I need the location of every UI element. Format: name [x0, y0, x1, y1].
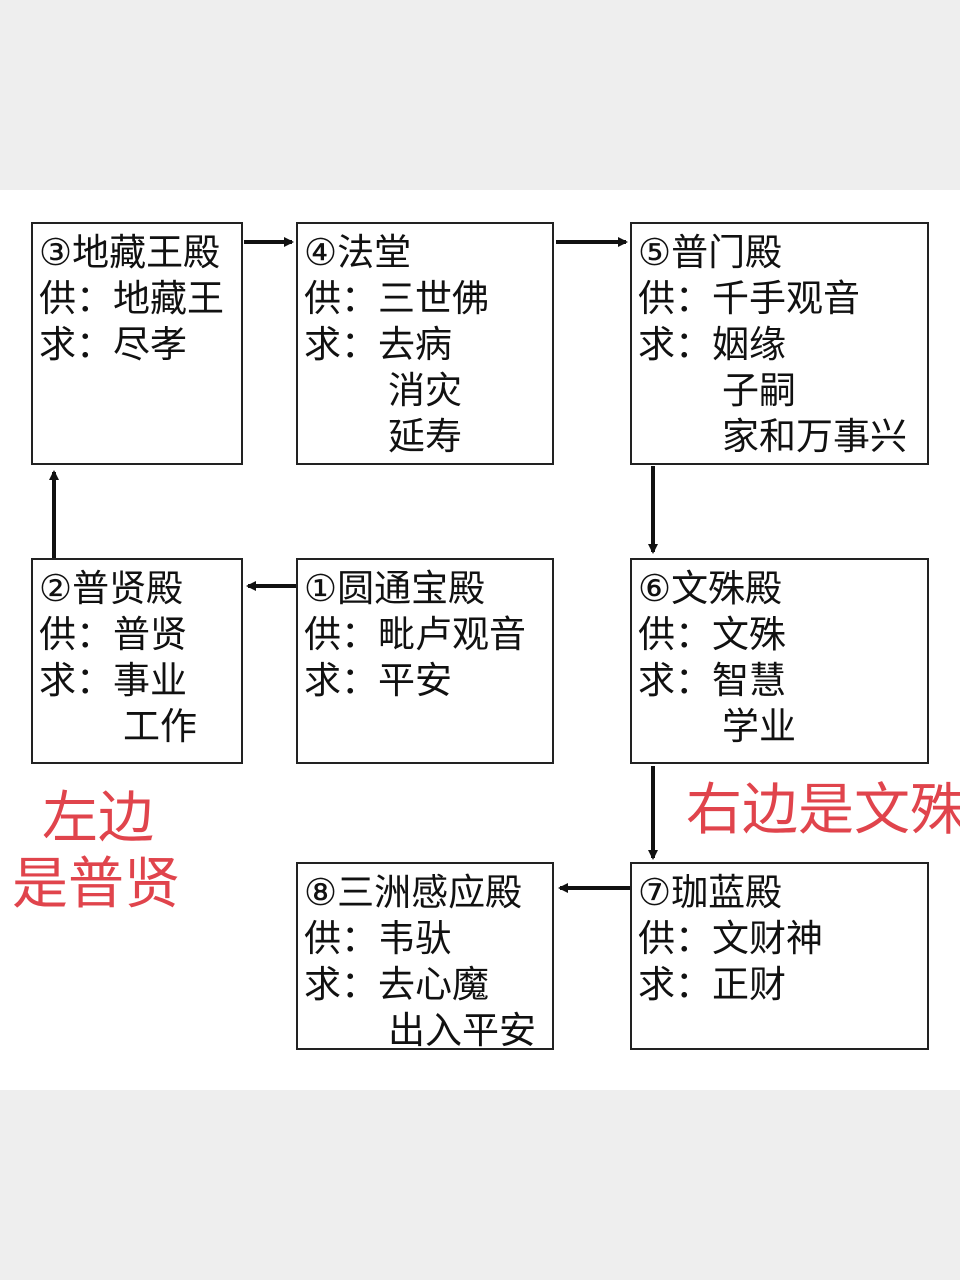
top-background-band [0, 0, 960, 190]
hall-box-qielan: ⑦珈蓝殿 供：文财神 求：正财 [630, 862, 929, 1050]
hall-title: ⑥文殊殿 [638, 567, 783, 610]
hall-box-yuantong: ①圆通宝殿 供：毗卢观音 求：平安 [296, 558, 554, 764]
hall-title: ④法堂 [304, 231, 412, 274]
hall-title: ③地藏王殿 [39, 231, 221, 274]
hall-box-wenshu: ⑥文殊殿 供：文殊 求：智慧 学业 [630, 558, 929, 764]
hall-box-pumen: ⑤普门殿 供：千手观音 求：姻缘 子嗣 家和万事兴 [630, 222, 929, 465]
hall-wish: 求：智慧 [638, 659, 786, 702]
hall-wish: 求：平安 [304, 659, 452, 702]
hall-title: ⑧三洲感应殿 [304, 871, 523, 914]
left-note-line1: 左边 [42, 786, 154, 851]
hall-wish: 求：姻缘 [638, 323, 786, 366]
hall-offering: 供：地藏王 [39, 277, 224, 320]
hall-offering: 供：普贤 [39, 613, 187, 656]
left-note-line2: 是普贤 [12, 852, 180, 917]
flow-arrows [49, 237, 658, 893]
hall-wish-extra: 工作 [123, 705, 197, 748]
hall-wish: 求：正财 [638, 963, 786, 1006]
hall-wish: 求：事业 [39, 659, 187, 702]
hall-wish-extra: 学业 [722, 705, 796, 748]
hall-box-dizangwang: ③地藏王殿 供：地藏王 求：尽孝 [31, 222, 243, 465]
hall-offering: 供：文殊 [638, 613, 786, 656]
hall-wish: 求：去病 [304, 323, 452, 366]
hall-wish-extra: 消灾 [388, 369, 462, 412]
hall-title: ①圆通宝殿 [304, 567, 486, 610]
hall-title: ②普贤殿 [39, 567, 184, 610]
hall-wish-extra: 子嗣 [722, 369, 796, 412]
hall-box-sanzhou: ⑧三洲感应殿 供：韦驮 求：去心魔 出入平安 [296, 862, 554, 1052]
diagram-panel: ③地藏王殿 供：地藏王 求：尽孝 ④法堂 供：三世佛 求：去病 消灾 延寿 ⑤普… [0, 190, 960, 1090]
hall-wish-extra: 家和万事兴 [722, 415, 907, 458]
hall-wish: 求：去心魔 [304, 963, 489, 1006]
hall-title: ⑦珈蓝殿 [638, 871, 783, 914]
hall-box-puxian: ②普贤殿 供：普贤 求：事业 工作 [31, 558, 243, 764]
hall-title: ⑤普门殿 [638, 231, 783, 274]
bottom-background-band [0, 1090, 960, 1280]
hall-offering: 供：毗卢观音 [304, 613, 526, 656]
hall-offering: 供：千手观音 [638, 277, 860, 320]
hall-wish: 求：尽孝 [39, 323, 187, 366]
hall-offering: 供：文财神 [638, 917, 823, 960]
hall-box-fatang: ④法堂 供：三世佛 求：去病 消灾 延寿 [296, 222, 554, 465]
hall-wish-extra: 延寿 [388, 415, 462, 458]
right-note: 右边是文殊 [686, 778, 960, 843]
hall-offering: 供：韦驮 [304, 917, 452, 960]
hall-offering: 供：三世佛 [304, 277, 489, 320]
hall-wish-extra: 出入平安 [388, 1009, 536, 1052]
